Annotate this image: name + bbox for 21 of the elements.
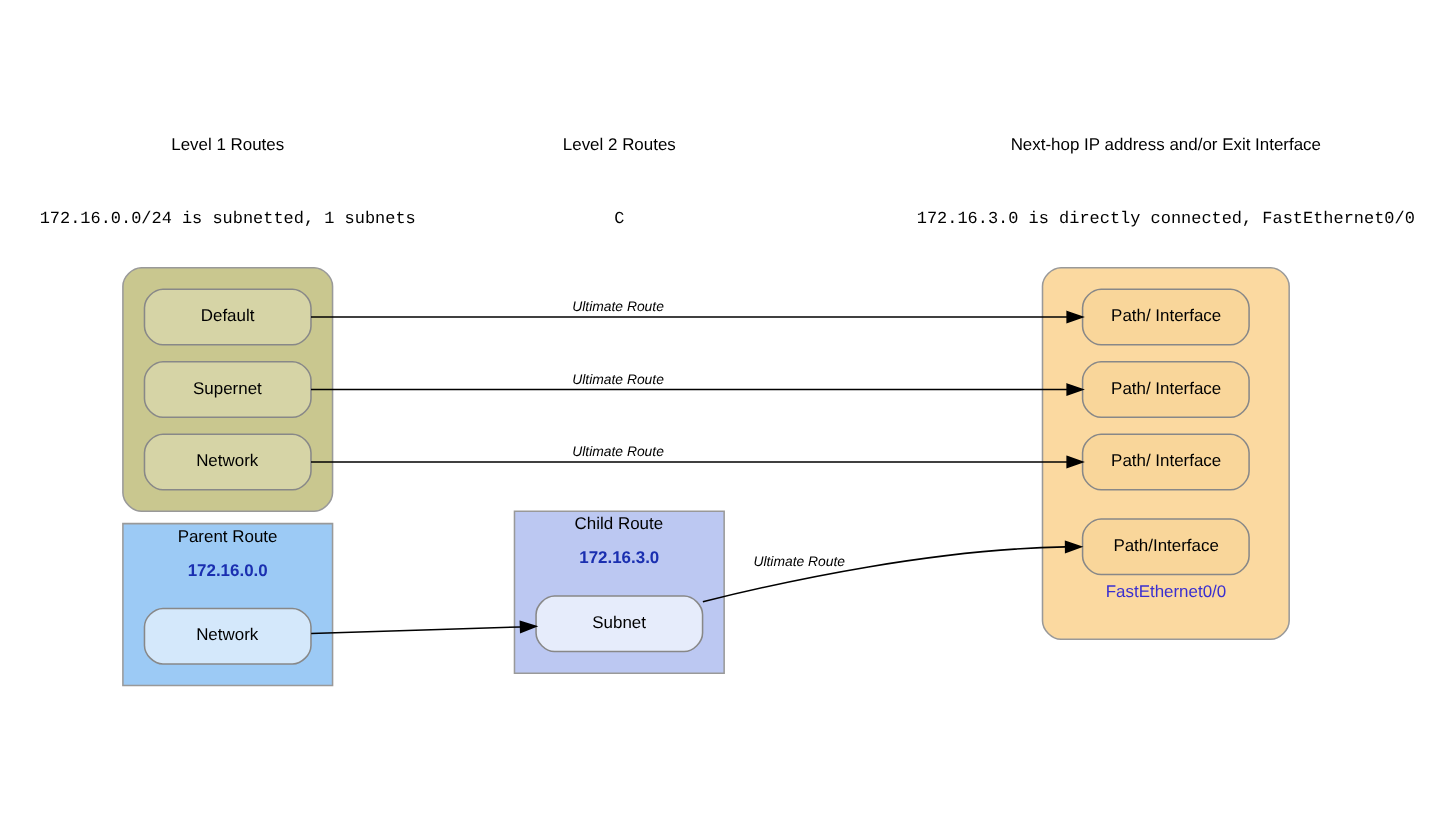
arrow (310, 454, 1085, 468)
label: Level 2 Routes (562, 133, 676, 154)
node-box: Network (143, 606, 312, 664)
cluster (1041, 265, 1290, 639)
node-box: Path/ Interface (1081, 360, 1250, 417)
node-box: Subnet (535, 594, 704, 652)
label: Next-hop IP address and/or Exit Interface (1010, 133, 1322, 154)
node-box: Network (143, 432, 312, 490)
label: C (614, 207, 625, 228)
label: 172.16.3.0 is directly connected, FastEthernet0/0 (916, 207, 1415, 228)
cluster (122, 265, 334, 512)
arrow (310, 382, 1085, 395)
node-label: FastEthernet0/0 (1105, 580, 1227, 601)
arrow (310, 619, 539, 634)
node-box: Default (143, 287, 312, 345)
label: 172.16.0.0/24 is subnetted, 1 subnets (39, 207, 416, 228)
arrow (310, 309, 1085, 323)
label: Level 1 Routes (171, 133, 285, 154)
node-box: Path/ Interface (1081, 432, 1250, 490)
node-box: Supernet (143, 360, 312, 417)
node-box: Path/ Interface (1081, 287, 1250, 345)
